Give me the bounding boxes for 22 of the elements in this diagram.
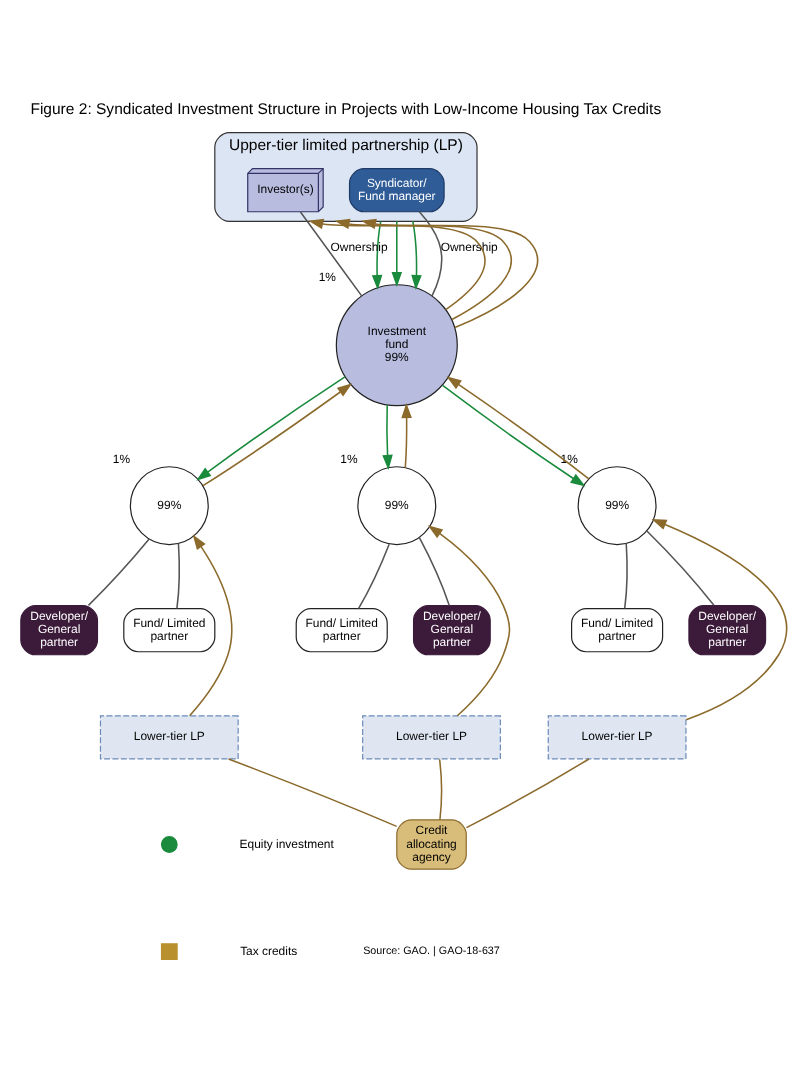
connector (87, 538, 150, 607)
arrow (382, 404, 393, 470)
arrow (391, 220, 403, 288)
arrow (427, 525, 511, 717)
connector (465, 758, 590, 829)
arrow (188, 534, 233, 717)
connector (418, 536, 451, 607)
connector (438, 758, 443, 821)
arrow (651, 519, 788, 721)
connector (418, 210, 443, 297)
arrow (308, 218, 486, 311)
connector (357, 543, 390, 610)
arrow (360, 218, 539, 329)
connector (623, 542, 628, 610)
arrow (371, 220, 383, 291)
connector (176, 542, 180, 610)
connector (227, 758, 398, 828)
connector (299, 211, 363, 297)
arrow (401, 402, 412, 469)
arrow (334, 218, 512, 321)
connector (646, 530, 715, 607)
arrow (411, 220, 422, 291)
